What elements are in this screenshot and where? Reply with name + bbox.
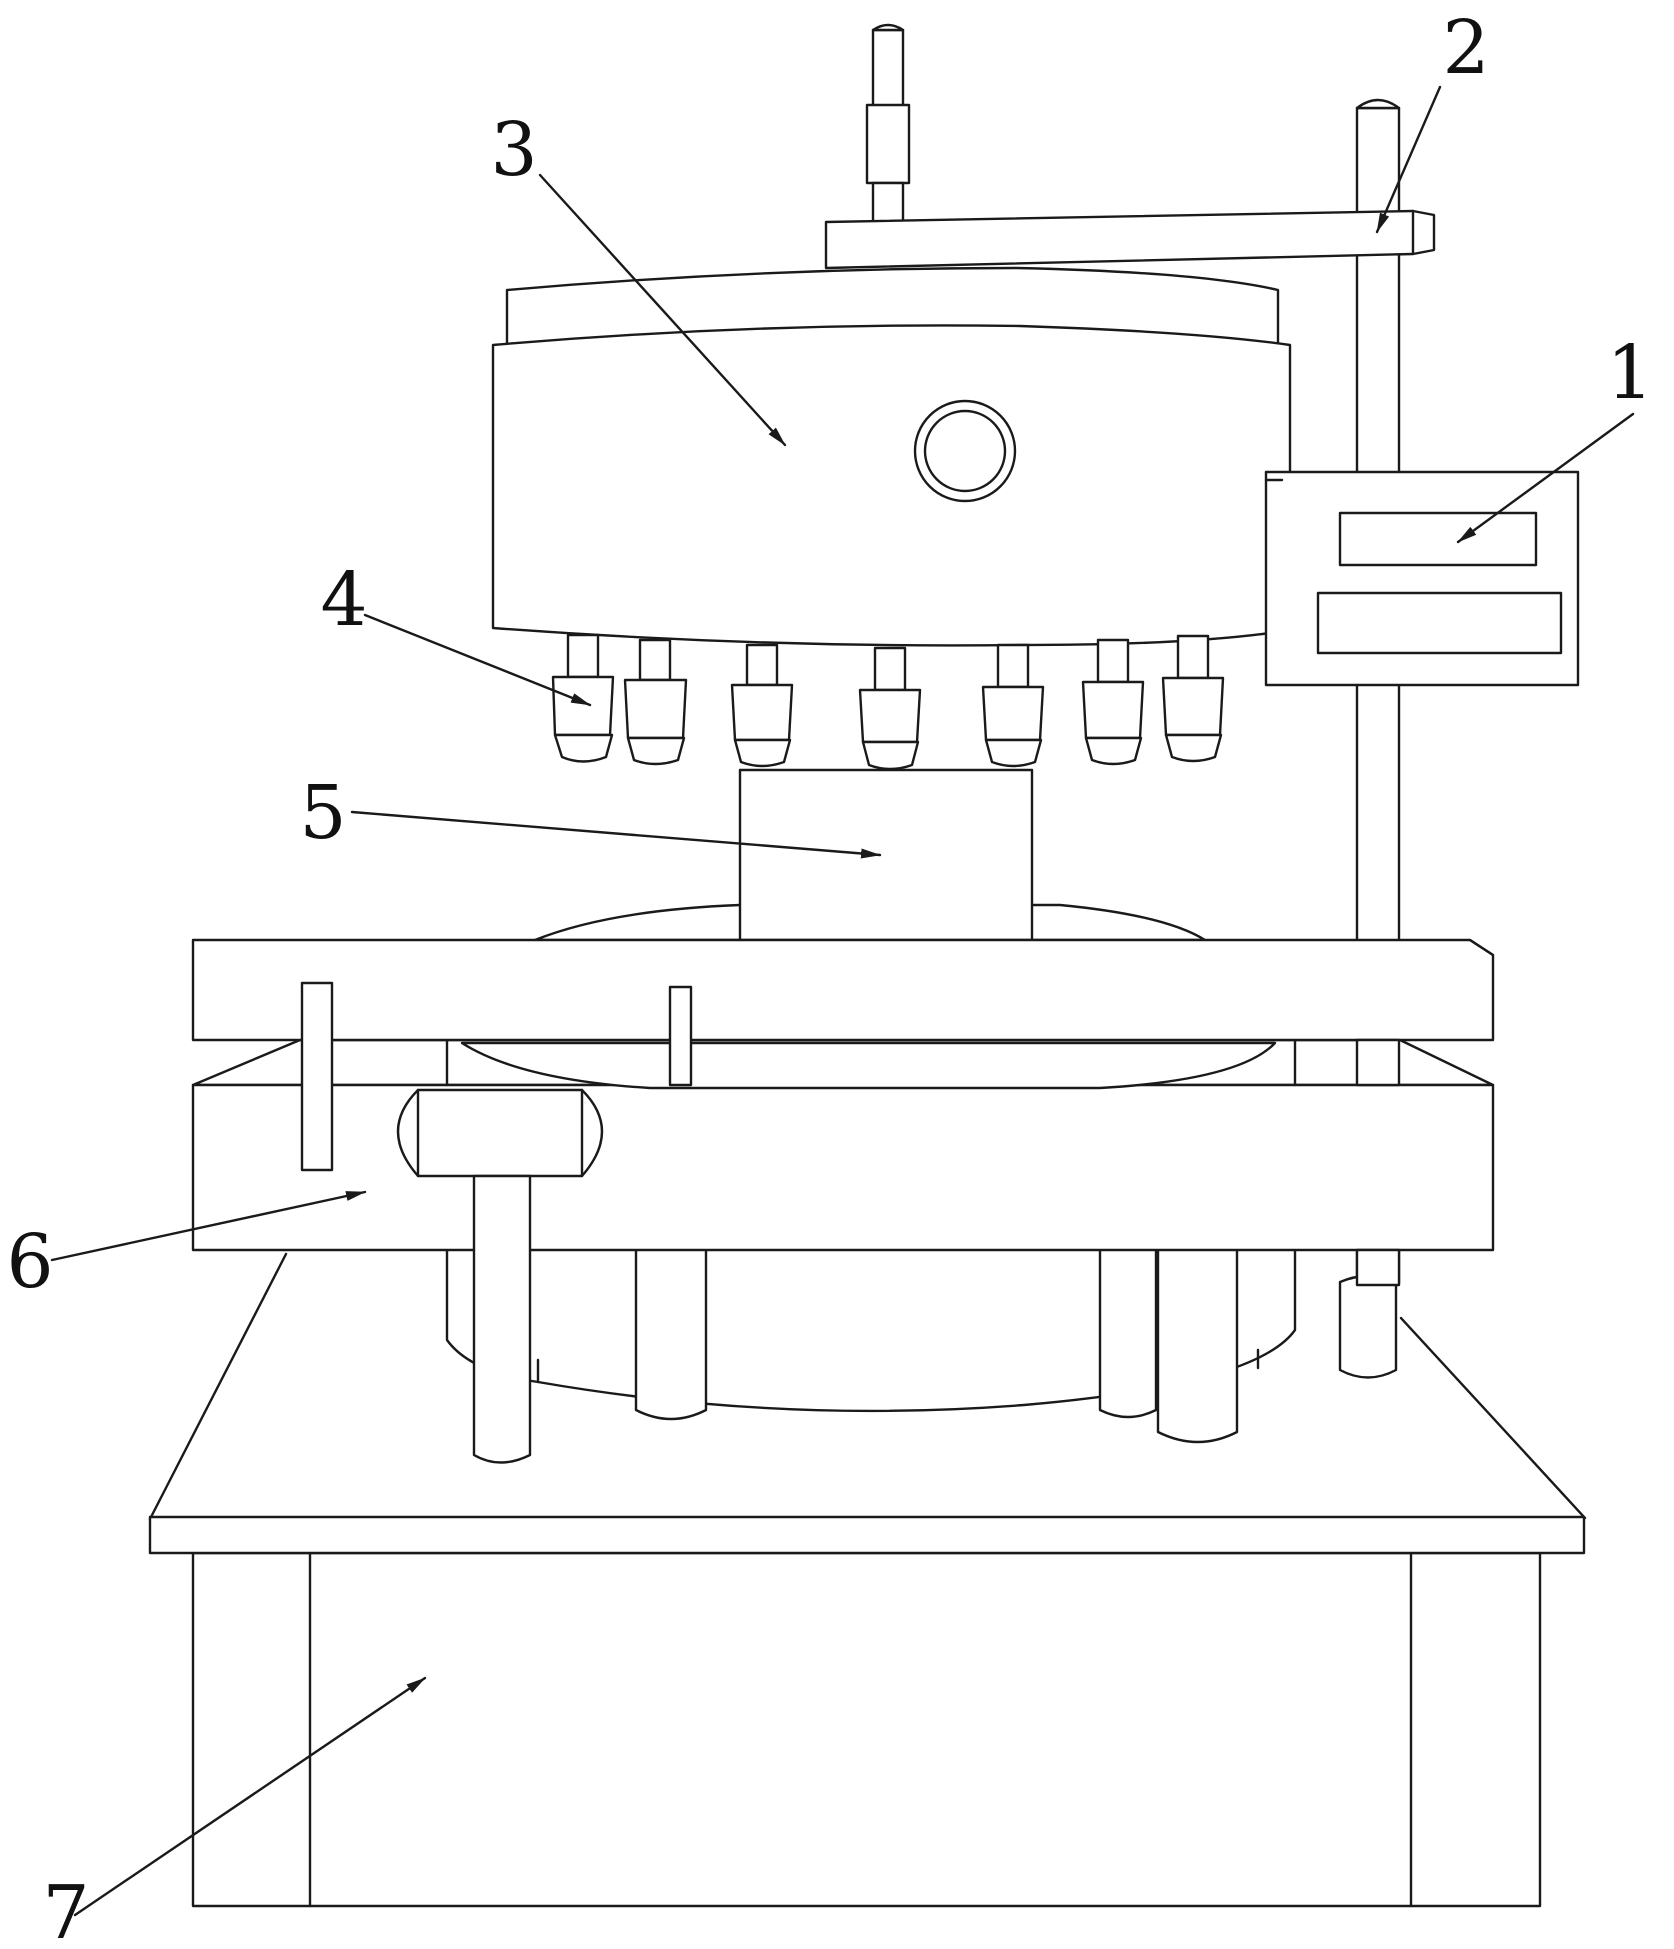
guide-posts <box>300 981 1401 1287</box>
leader-1 <box>1456 412 1635 544</box>
nozzle-1 <box>551 633 615 763</box>
leader-3 <box>538 173 787 447</box>
nozzle-2 <box>623 638 688 766</box>
leader-2 <box>1375 85 1442 234</box>
filling-nozzles <box>551 633 1225 771</box>
reference-labels: 1 2 3 4 5 6 7 <box>6 5 1653 1949</box>
label-7: 7 <box>42 1870 89 1949</box>
label-4: 4 <box>320 557 367 643</box>
central-shaft <box>738 768 1034 942</box>
leader-6 <box>50 1190 367 1262</box>
leader-5 <box>350 810 882 859</box>
label-5: 5 <box>299 770 346 856</box>
upper-rail <box>191 938 1495 1042</box>
label-6: 6 <box>6 1219 53 1305</box>
side-supports <box>148 1252 1587 1521</box>
nozzle-4 <box>858 646 922 771</box>
rotary-frame <box>191 1038 1495 1252</box>
nozzle-3 <box>730 643 794 768</box>
control-box <box>1264 470 1580 687</box>
drive-motor <box>396 1088 604 1464</box>
nozzle-5 <box>981 643 1045 768</box>
top-shaft <box>865 23 911 225</box>
support-arm <box>824 209 1436 270</box>
nozzle-7 <box>1161 634 1225 763</box>
leader-lines <box>50 85 1635 1917</box>
nozzle-6 <box>1081 638 1145 766</box>
label-3: 3 <box>490 107 537 193</box>
filling-housing <box>491 266 1292 647</box>
base-cabinet <box>191 1551 1542 1908</box>
label-1: 1 <box>1606 330 1653 416</box>
table-top <box>148 1515 1586 1555</box>
label-2: 2 <box>1442 5 1489 91</box>
leader-7 <box>73 1676 427 1917</box>
support-columns <box>634 1238 1239 1444</box>
leader-4 <box>363 613 592 707</box>
